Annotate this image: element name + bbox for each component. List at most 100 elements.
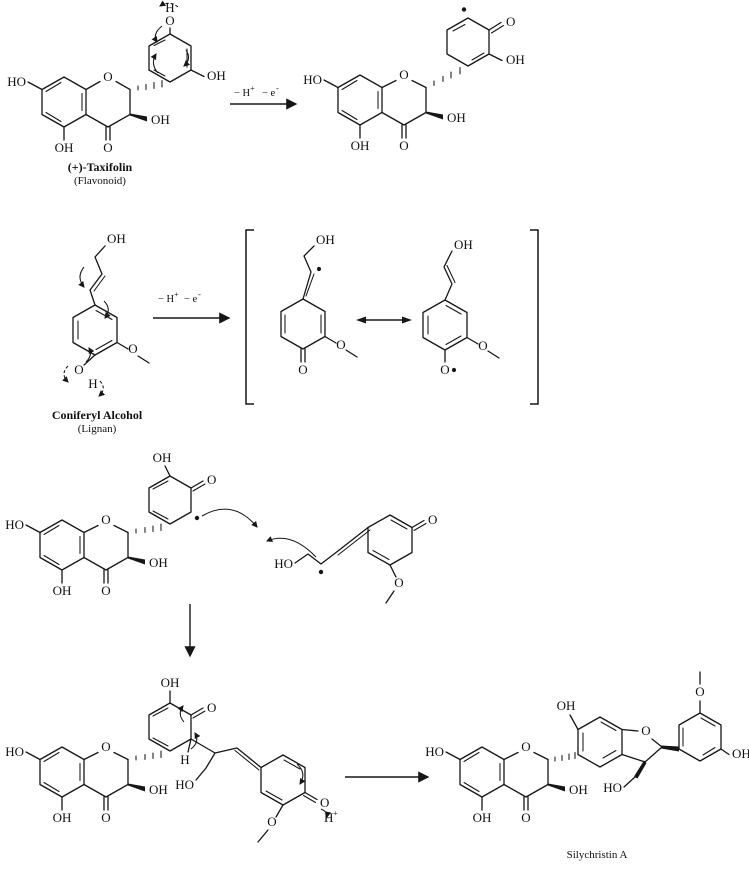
atom-label-o-methoxy: O: [394, 575, 403, 590]
quinone-methide-radical-structure: OH O O: [280, 232, 358, 377]
atom-label-ho: HO: [5, 517, 24, 532]
atom-label-o-ketone: O: [207, 700, 216, 715]
atom-label-oh: OH: [454, 237, 473, 252]
atom-label-o-methoxy: O: [267, 814, 276, 829]
curved-arrow-radical-coupling: [266, 536, 317, 558]
atom-label-oh: OH: [447, 110, 466, 125]
bonds: [323, 17, 505, 139]
curved-arrow: [150, 53, 159, 74]
atom-label-o-radical: O: [440, 362, 449, 377]
atom-label-o-ketone: O: [101, 810, 110, 825]
condition-minus-e-sup: -: [198, 289, 201, 299]
atom-label-h-phenol: H: [88, 376, 97, 391]
taxifolin-class-label: (Flavonoid): [74, 175, 126, 187]
atom-label-o-ketone: O: [428, 512, 437, 527]
mechanism-arrows: [150, 0, 191, 74]
left-bracket: [245, 229, 254, 405]
coniferyl-alcohol-structure: OH O O H Coniferyl Alcohol (Lignan): [52, 231, 150, 435]
taxifolin-radical-coupling-structure: HO O OH O OH OH O: [5, 450, 258, 598]
radical-dot: [451, 367, 457, 373]
atom-label-oh: OH: [149, 782, 168, 797]
resonance-arrowhead-left: [356, 316, 366, 324]
bonds: [422, 250, 500, 363]
atom-label-oh: OH: [351, 138, 370, 153]
atom-label-oh: OH: [207, 68, 226, 83]
atom-label-o-ketone: O: [207, 472, 216, 487]
atom-label-h-plus: H: [324, 810, 333, 825]
atom-label-o-furan: O: [641, 723, 650, 738]
atom-label-h-phenol: H: [165, 0, 174, 15]
atom-label-oh: OH: [506, 52, 525, 67]
atom-label-o-phenol: O: [74, 362, 83, 377]
atom-label-oh: OH: [107, 231, 126, 246]
bonds: [25, 465, 206, 584]
bonds: [445, 671, 730, 811]
atom-label-o-ketone: O: [399, 138, 408, 153]
atom-label-oh: OH: [316, 232, 335, 247]
atom-label-ho: HO: [5, 744, 24, 759]
atom-label-oh: OH: [53, 810, 72, 825]
condition-minus-h-sup: +: [174, 289, 179, 299]
bonds: [27, 27, 205, 141]
dashed-curved-arrow: [98, 380, 106, 397]
atom-label-oh: OH: [161, 675, 180, 690]
atom-label-ho: HO: [425, 744, 444, 759]
atom-label-oh: OH: [569, 782, 588, 797]
atom-label-o-ketone: O: [521, 810, 530, 825]
atom-label-oh: OH: [55, 140, 74, 155]
bonds: [25, 690, 318, 843]
mechanism-arrows: [62, 266, 111, 397]
atom-label-oh: OH: [149, 555, 168, 570]
resonance-arrowhead-right: [402, 316, 412, 324]
atom-label-h-plus-sup: +: [333, 808, 338, 818]
curved-arrow: [103, 300, 111, 319]
coniferyl-name-label: Coniferyl Alcohol: [52, 408, 143, 422]
right-bracket: [530, 229, 539, 405]
condition-minus-e: − e: [262, 88, 276, 99]
coupling-intermediate-structure: HO O OH O H OH HO OH O O H + O: [5, 675, 338, 843]
atom-label-o-methoxy: O: [695, 684, 704, 699]
bonds: [294, 514, 427, 604]
atom-label-ho: HO: [303, 72, 322, 87]
atom-label-o-ring: O: [399, 67, 408, 82]
atom-label-oh: OH: [53, 583, 72, 598]
atom-label-o-methoxy: O: [336, 337, 345, 352]
atom-label-o-ketone: O: [101, 583, 110, 598]
curved-arrow: [78, 266, 85, 288]
resonance-arrow: [356, 316, 412, 324]
reaction-arrow-1: − H + − e -: [230, 83, 298, 110]
curved-arrow: [85, 347, 95, 363]
atom-label-o-ring: O: [103, 69, 112, 84]
curved-arrow-radical-coupling: [201, 508, 258, 528]
condition-minus-e-sup: -: [276, 83, 279, 93]
condition-minus-h-sup: +: [250, 83, 255, 93]
atom-label-o-ring: O: [101, 739, 110, 754]
atom-label-oh: OH: [732, 746, 749, 761]
dashed-curved-arrow: [62, 365, 69, 383]
atom-label-o-methoxy: O: [478, 338, 487, 353]
atom-label-oh: OH: [473, 810, 492, 825]
coniferyl-radical-structure: HO O O: [266, 512, 437, 604]
coniferyl-class-label: (Lignan): [78, 423, 117, 435]
atom-label-o-quinone: O: [320, 795, 329, 810]
atom-label-oh: OH: [153, 450, 172, 465]
curved-arrow: [296, 763, 306, 785]
atom-label-o-ring: O: [521, 739, 530, 754]
taxifolin-structure: HO O O H OH OH OH O (+)-Taxifolin (Flavo…: [7, 0, 226, 187]
bonds: [72, 245, 150, 366]
silychristin-structure: HO O OH O O OH OH HO OH O Silychristin A: [425, 671, 749, 861]
curved-arrow: [183, 49, 191, 67]
condition-minus-h: − H: [158, 294, 175, 305]
atom-label-oh: OH: [557, 698, 576, 713]
atom-label-o-ring: O: [101, 512, 110, 527]
curved-arrow: [151, 25, 163, 43]
condition-minus-h: − H: [234, 88, 251, 99]
phenoxyl-radical-structure: OH O O: [422, 237, 500, 377]
atom-label-ho: HO: [175, 777, 194, 792]
radical-dot: [316, 266, 322, 272]
atom-label-o-ketone: O: [103, 140, 112, 155]
reaction-arrow-2: − H + − e -: [153, 289, 231, 324]
condition-minus-e: − e: [184, 294, 198, 305]
bonds: [280, 245, 358, 363]
